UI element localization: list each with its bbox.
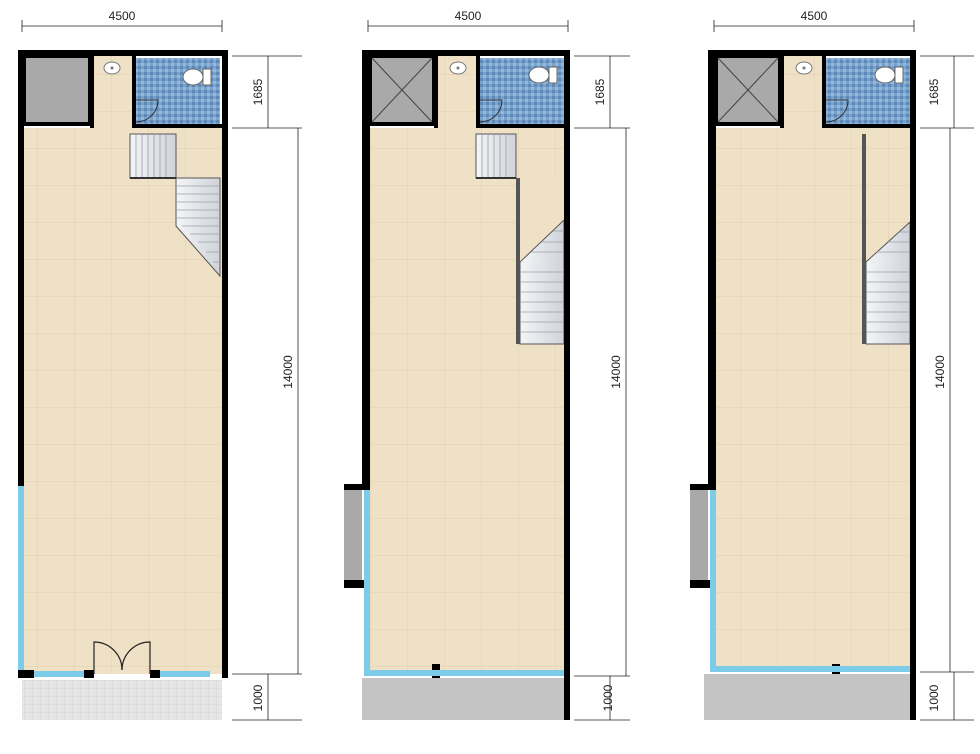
front-label: 1000 [927,684,941,711]
front-label: 1000 [601,684,615,711]
main-room-label: 14000 [933,355,947,389]
height-dimensions [232,55,302,721]
front-terrace [704,674,910,720]
toilet-icon [182,68,212,86]
shaft-cross-icon [717,57,779,123]
walls [18,50,228,678]
sink-icon [103,61,121,75]
sink-icon [449,61,467,75]
glass-facade [364,490,564,676]
floor-plan-2: 4500 [344,9,630,721]
bathroom-tiles [136,58,220,124]
width-dimension: 4500 [367,9,569,32]
height-dimensions [574,55,630,721]
main-floor [716,128,910,670]
entrance-door-icon [93,641,151,674]
front-paving [22,680,222,720]
height-dimensions [920,55,974,721]
stair-icon [129,133,221,278]
top-room-label: 1685 [927,78,941,105]
top-room-label: 1685 [593,78,607,105]
front-terrace [362,678,564,720]
top-room-label: 1685 [251,78,265,105]
stair-icon [475,133,565,345]
width-dimension: 4500 [21,9,223,32]
width-label: 4500 [801,9,828,23]
floor-plan-3: 4500 [690,9,974,721]
side-pillar [690,490,708,580]
glass-facade [18,486,210,677]
door-swing-icon [479,99,503,123]
toilet-icon [528,66,558,84]
side-pillar [344,490,362,580]
sink-icon [795,61,813,75]
shaft-cross-icon [371,57,433,123]
shaft [22,54,92,126]
glass-facade [710,490,910,672]
toilet-icon [874,66,904,84]
floor-plan-1: 4500 [18,9,302,721]
front-label: 1000 [251,684,265,711]
width-label: 4500 [109,9,136,23]
main-room-label: 14000 [281,355,295,389]
door-swing-icon [135,99,159,123]
door-swing-icon [825,99,849,123]
width-dimension: 4500 [713,9,915,32]
width-label: 4500 [455,9,482,23]
stair-icon [862,134,911,345]
main-room-label: 14000 [609,355,623,389]
